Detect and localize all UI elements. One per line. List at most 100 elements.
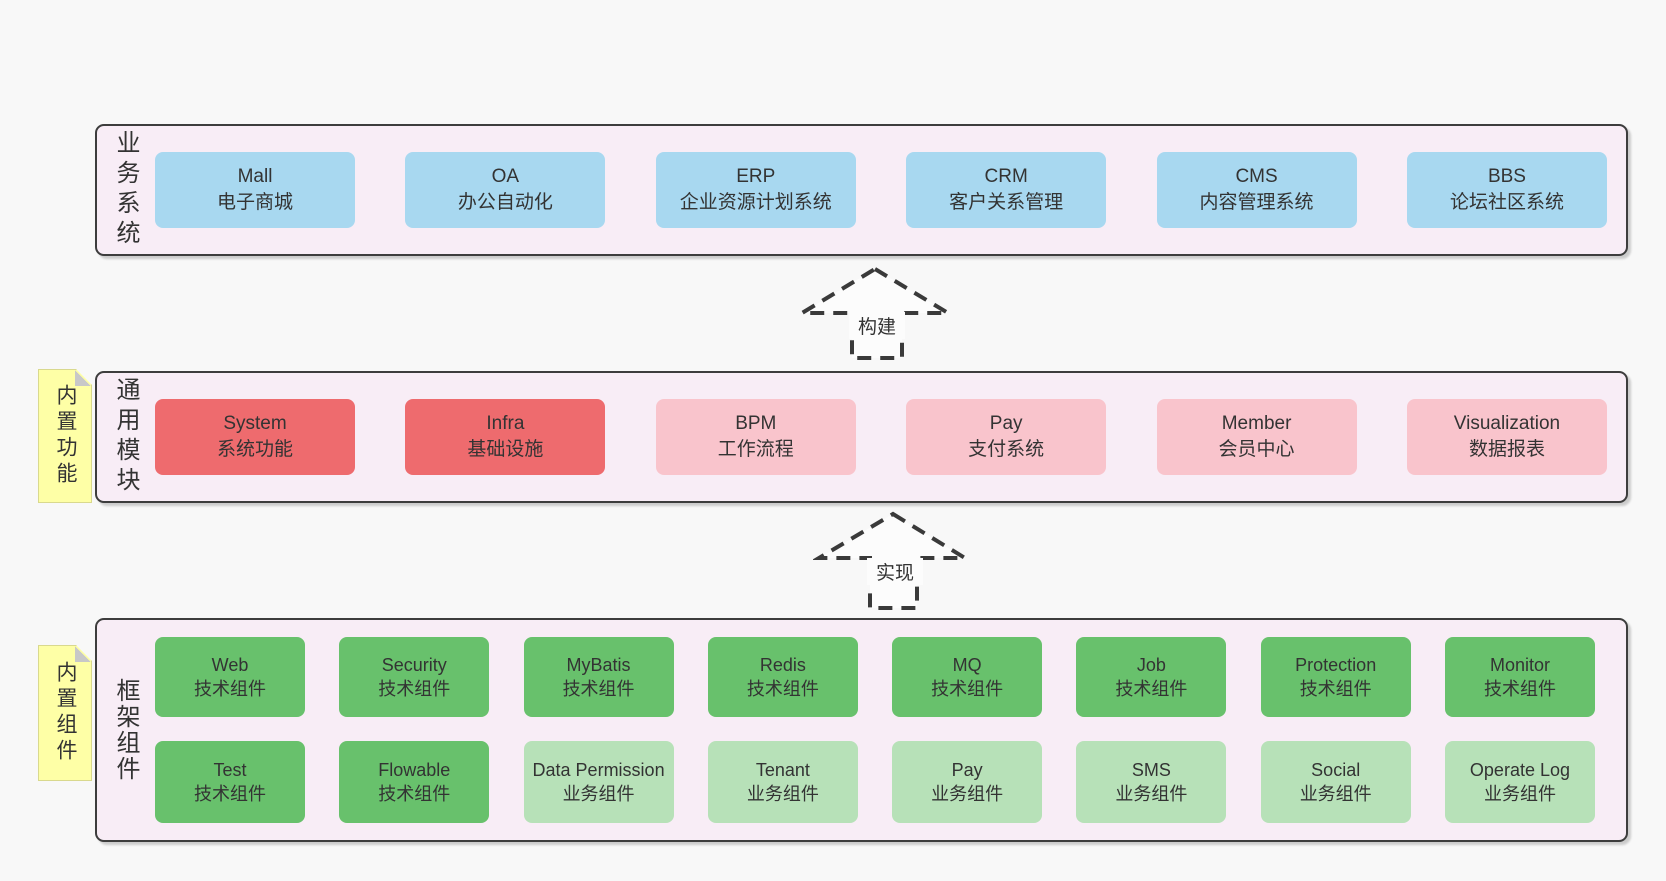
box-protection: Protection 技术组件 [1260, 637, 1411, 717]
band-rows-common-modules: System 系统功能 Infra 基础设施 BPM 工作流程 Pay 支付系统 Member 会… [155, 399, 1607, 475]
box-desc: 基础设施 [467, 439, 544, 460]
box-bbs: BBS 论坛社区系统 [1406, 152, 1607, 228]
box-name: ERP [736, 166, 776, 187]
build-arrow-label: 构建 [849, 312, 905, 339]
box-desc: 业务组件 [562, 784, 635, 804]
box-desc: 系统功能 [216, 439, 293, 460]
box-name: Protection [1295, 655, 1377, 675]
box-desc: 支付系统 [968, 439, 1045, 460]
box-name: Redis [759, 655, 806, 675]
box-data-permission: Data Permission 业务组件 [523, 741, 674, 823]
box-test: Test 技术组件 [155, 741, 305, 823]
box-desc: 技术组件 [1483, 679, 1556, 699]
box-desc: 技术组件 [378, 679, 451, 699]
box-desc: 会员中心 [1218, 439, 1295, 460]
band-label-common-modules: 通用模块 [112, 377, 139, 497]
box-name: Social [1311, 760, 1361, 780]
box-name: BBS [1487, 166, 1526, 187]
box-desc: 工作流程 [717, 439, 794, 460]
box-desc: 技术组件 [1299, 679, 1372, 699]
band-label-business-systems: 业务系统 [112, 130, 139, 250]
box-desc: 办公自动化 [457, 192, 553, 213]
box-desc: 数据报表 [1468, 439, 1545, 460]
box-desc: 内容管理系统 [1199, 192, 1314, 213]
box-name: SMS [1131, 760, 1171, 780]
box-desc: 技术组件 [194, 784, 266, 804]
sticky-label-built-in-features: 内置功能 [54, 384, 77, 488]
box-name: Member [1221, 413, 1292, 434]
box-name: Infra [486, 413, 525, 434]
box-member: Member 会员中心 [1156, 399, 1357, 475]
box-security: Security 技术组件 [339, 637, 490, 717]
box-oa: OA 办公自动化 [405, 152, 606, 228]
box-desc: 技术组件 [1115, 679, 1188, 699]
box-desc: 客户关系管理 [949, 192, 1064, 213]
box-name: Job [1136, 655, 1166, 675]
box-name: Data Permission [532, 760, 665, 780]
sticky-note-built-in-components: 内置组件 [38, 645, 92, 781]
folded-corner-icon [75, 646, 91, 662]
box-visualization: Visualization 数据报表 [1406, 399, 1607, 475]
box-desc: 业务组件 [746, 784, 819, 804]
sticky-label-built-in-components: 内置组件 [54, 661, 77, 765]
implement-arrow: 实现 [813, 508, 973, 610]
box-name: CRM [984, 166, 1028, 187]
module-row: System 系统功能 Infra 基础设施 BPM 工作流程 Pay 支付系统 Member 会… [155, 399, 1607, 475]
box-desc: 技术组件 [378, 784, 451, 804]
box-social: Social 业务组件 [1260, 741, 1411, 823]
box-desc: 业务组件 [931, 784, 1004, 804]
box-name: Test [213, 760, 247, 780]
sticky-note-built-in-features: 内置功能 [38, 369, 92, 503]
band-common-modules: 通用模块 System 系统功能 Infra 基础设施 BPM 工作流程 Pay 支付系统 Me… [95, 371, 1628, 503]
box-name: Security [381, 655, 447, 675]
box-name: Operate Log [1469, 760, 1570, 780]
box-web: Web 技术组件 [155, 637, 305, 717]
box-name: Pay [989, 413, 1023, 434]
box-desc: 技术组件 [931, 679, 1004, 699]
box-sms: SMS 业务组件 [1076, 741, 1227, 823]
implement-arrow-label: 实现 [867, 558, 923, 585]
box-name: Monitor [1489, 655, 1550, 675]
box-desc: 技术组件 [194, 679, 266, 699]
box-pay: Pay 业务组件 [892, 741, 1043, 823]
box-crm: CRM 客户关系管理 [906, 152, 1107, 228]
box-name: BPM [735, 413, 777, 434]
box-name: OA [491, 166, 520, 187]
build-arrow: 构建 [796, 263, 956, 365]
box-name: MQ [952, 655, 982, 675]
box-desc: 电子商城 [216, 192, 293, 213]
box-monitor: Monitor 技术组件 [1444, 637, 1595, 717]
box-system: System 系统功能 [155, 399, 355, 475]
box-erp: ERP 企业资源计划系统 [655, 152, 856, 228]
box-desc: 业务组件 [1299, 784, 1372, 804]
box-desc: 业务组件 [1115, 784, 1188, 804]
box-name: Flowable [378, 760, 451, 780]
box-name: Pay [951, 760, 983, 780]
box-name: Mall [237, 166, 273, 187]
box-desc: 业务组件 [1483, 784, 1556, 804]
band-business-systems: 业务系统 Mall 电子商城 OA 办公自动化 ERP 企业资源计划系统 CRM 客户关系管理… [95, 124, 1628, 256]
box-pay: Pay 支付系统 [906, 399, 1107, 475]
box-desc: 企业资源计划系统 [679, 192, 832, 213]
box-name: Visualization [1453, 413, 1561, 434]
box-operate-log: Operate Log 业务组件 [1444, 741, 1595, 823]
box-desc: 技术组件 [562, 679, 635, 699]
box-job: Job 技术组件 [1076, 637, 1227, 717]
box-mall: Mall 电子商城 [155, 152, 355, 228]
box-desc: 论坛社区系统 [1449, 192, 1564, 213]
box-name: Web [211, 655, 249, 675]
box-name: System [223, 413, 287, 434]
box-flowable: Flowable 技术组件 [339, 741, 490, 823]
band-label-framework-components: 框架组件 [112, 678, 139, 782]
box-bpm: BPM 工作流程 [655, 399, 856, 475]
